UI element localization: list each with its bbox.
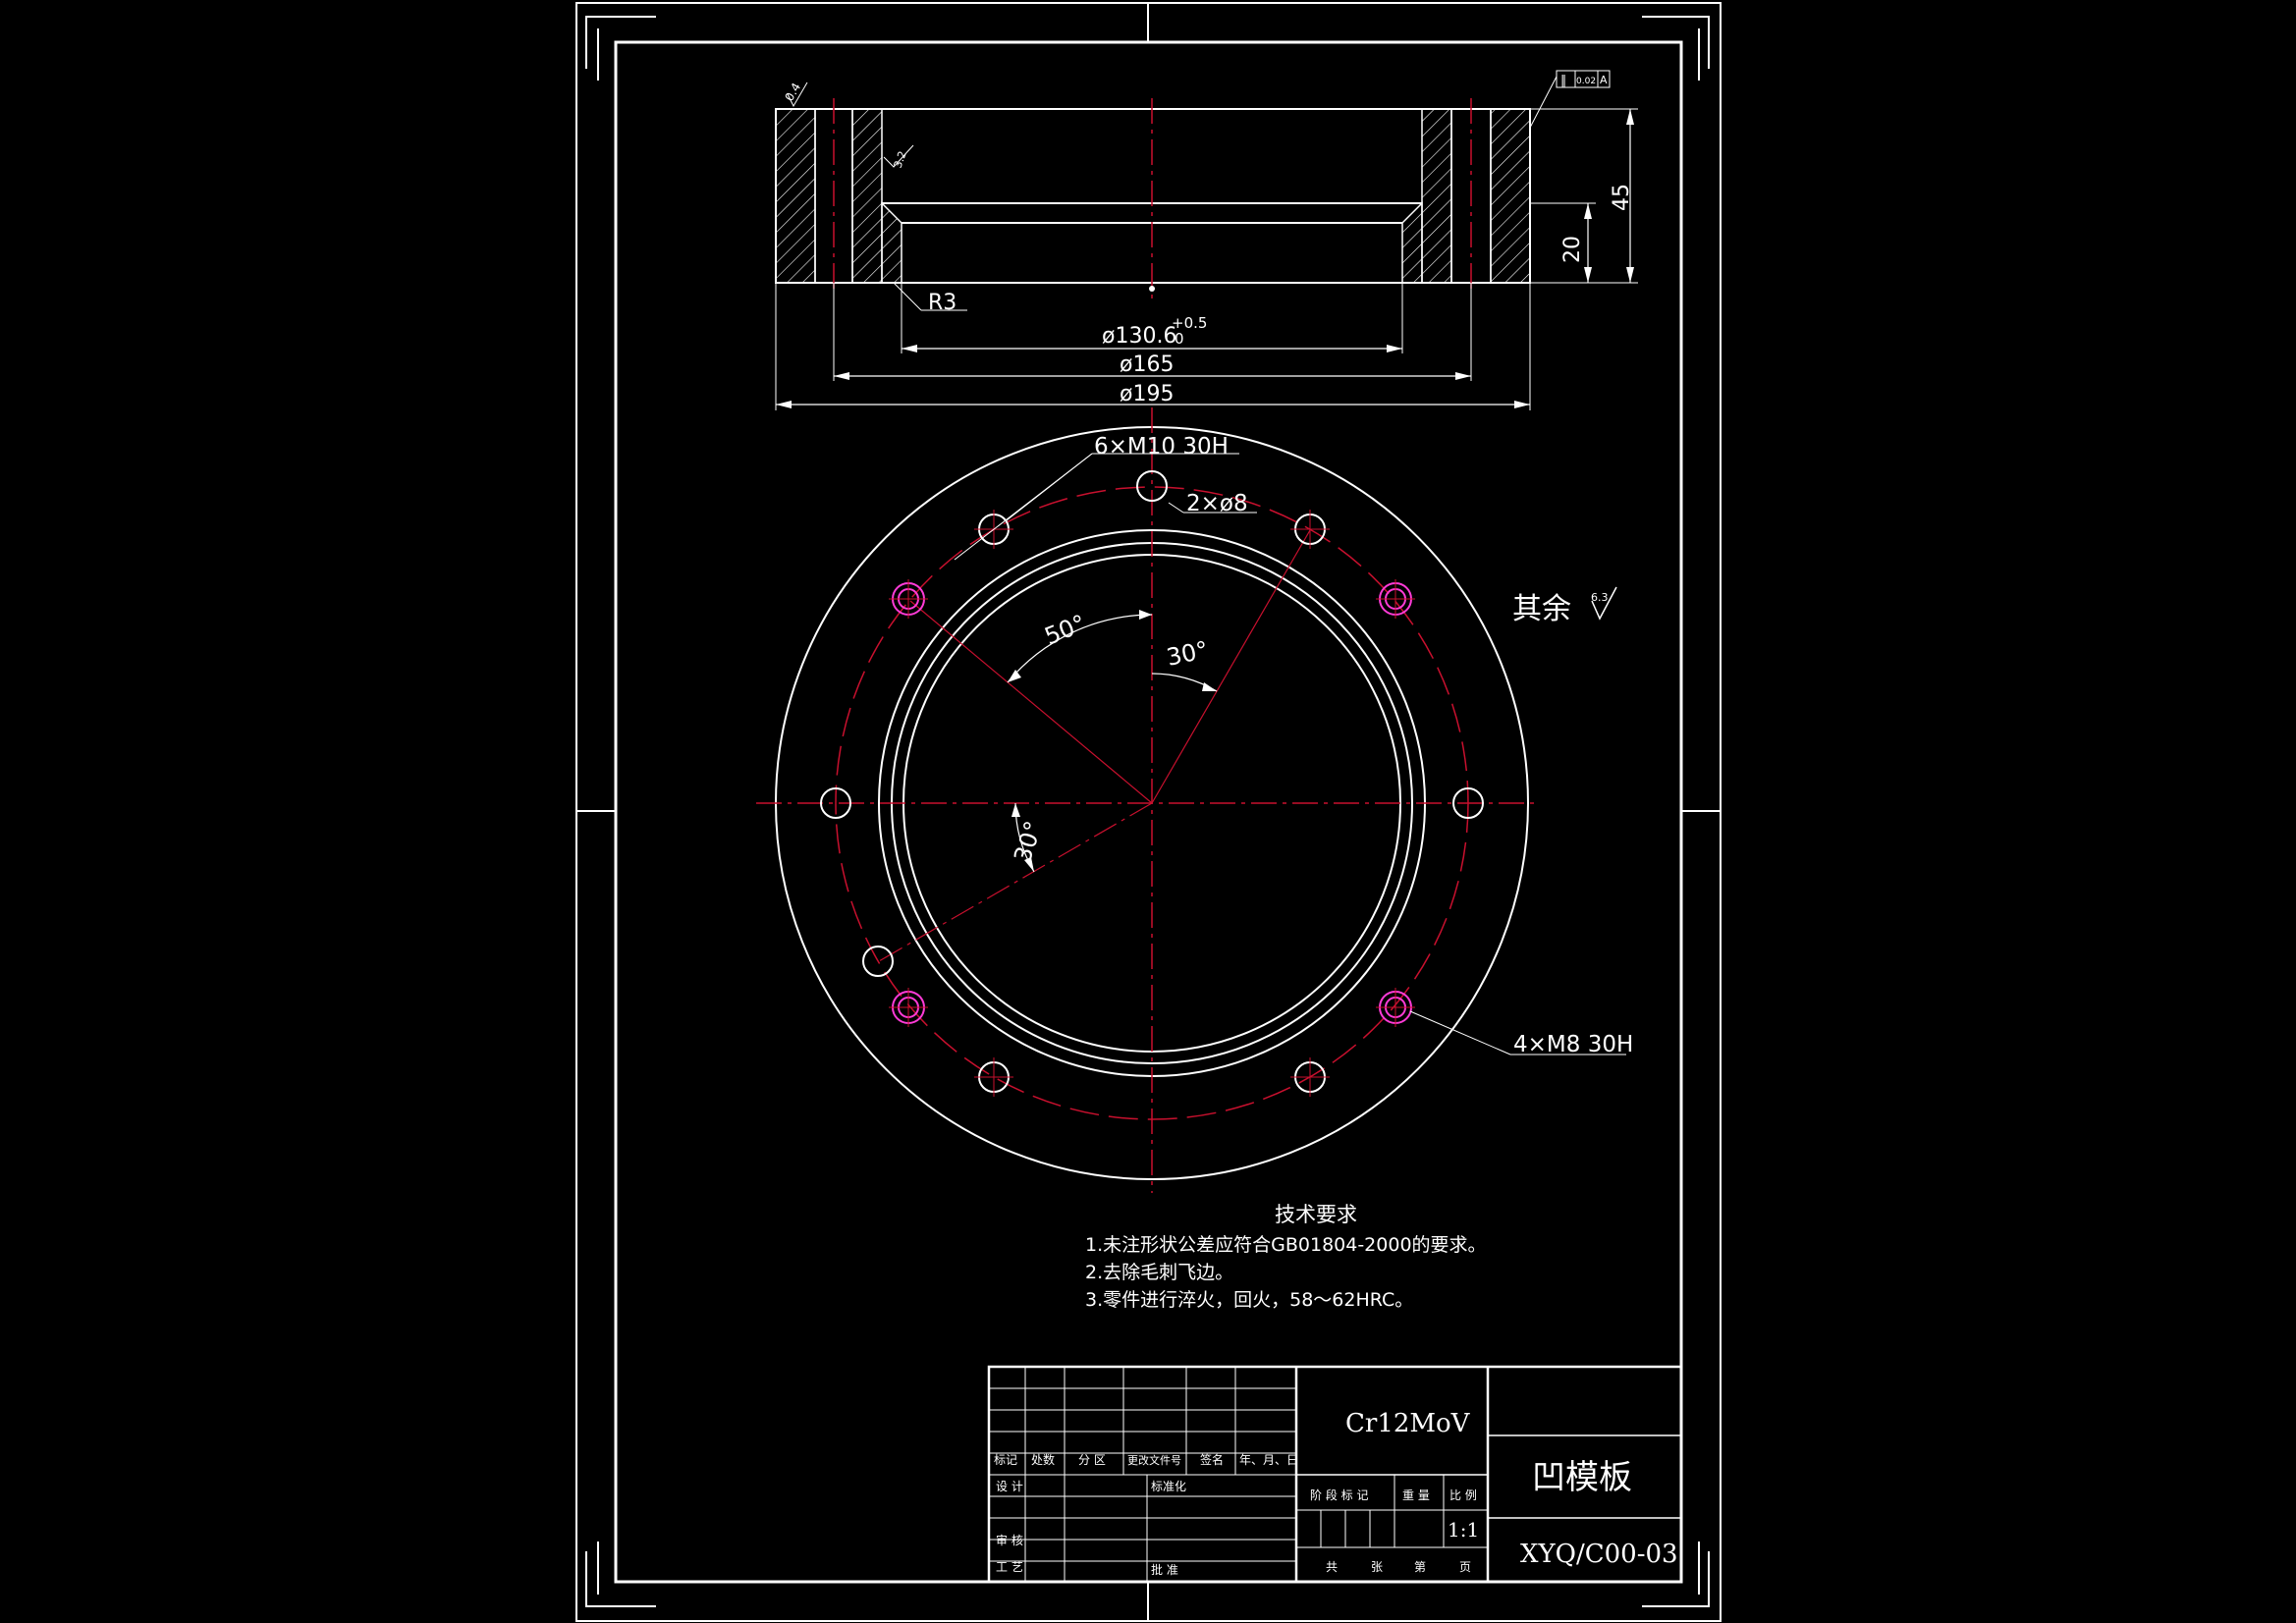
rev-header: 签名	[1200, 1452, 1224, 1467]
surface-finish-label: 其余	[1512, 592, 1571, 626]
section-dimensions: ø130.6 +0.5 0 ø165 ø195 45 20 R3 0.4 3.2…	[775, 70, 1638, 410]
sheet-label: 张	[1371, 1560, 1383, 1574]
label-design: 设 计	[996, 1480, 1023, 1493]
angle-30-top: 30°	[1164, 636, 1210, 672]
m10-hole	[1452, 787, 1484, 819]
angle-30-left: 30°	[1009, 818, 1048, 866]
label-process: 工 艺	[996, 1560, 1023, 1574]
sheet-frame	[575, 2, 1722, 1622]
dim-outer-diameter: ø195	[1120, 382, 1174, 406]
dim-radius: R3	[928, 291, 957, 315]
bore-finish-mark: 3.2	[892, 149, 909, 170]
plan-view	[756, 407, 1540, 1193]
weight-header: 重 量	[1402, 1488, 1430, 1502]
scale-header: 比 例	[1449, 1488, 1477, 1502]
label-review: 审 核	[996, 1533, 1023, 1547]
pin-hole	[862, 946, 894, 977]
material: Cr12MoV	[1345, 1409, 1471, 1438]
dim-bore-tol-lower: 0	[1175, 330, 1184, 348]
callout-m10: 6×M10 30H	[1094, 434, 1229, 460]
pin-hole	[1136, 470, 1168, 502]
label-approve: 批 准	[1151, 1562, 1178, 1577]
tech-req-item: 2.去除毛刺飞边。	[1085, 1262, 1233, 1283]
angle-annotations: 50° 30° 30°	[1007, 610, 1218, 873]
hole-callouts: 6×M10 30H 2×ø8 4×M8 30H	[954, 434, 1633, 1057]
m8-hole	[1376, 988, 1415, 1027]
tech-req-item: 1.未注形状公差应符合GB01804-2000的要求。	[1085, 1234, 1487, 1256]
dim-bore-diameter: ø130.6	[1102, 324, 1176, 349]
surface-finish-icon	[1591, 586, 1617, 621]
tolerance-symbol: ∥	[1560, 74, 1567, 88]
rev-header: 标记	[994, 1453, 1017, 1467]
callout-m8: 4×M8 30H	[1513, 1032, 1633, 1057]
drawing-number: XYQ/C00-03	[1520, 1540, 1678, 1569]
tech-requirements: 技术要求 1.未注形状公差应符合GB01804-2000的要求。 2.去除毛刺飞…	[1085, 1203, 1487, 1311]
sheet-label: 共	[1326, 1560, 1338, 1574]
section-view	[775, 98, 1531, 299]
tolerance-value: 0.02	[1576, 77, 1596, 86]
rev-header: 分 区	[1078, 1453, 1106, 1467]
scale-value: 1:1	[1448, 1518, 1479, 1542]
stage-header: 阶 段 标 记	[1310, 1488, 1368, 1502]
tech-req-title: 技术要求	[1275, 1203, 1357, 1226]
rev-header: 更改文件号	[1127, 1453, 1181, 1467]
rev-header: 处数	[1031, 1452, 1055, 1467]
sheet-label: 第	[1414, 1560, 1426, 1574]
surface-finish-value: 6.3	[1591, 591, 1609, 604]
angle-50: 50°	[1041, 610, 1090, 651]
sheet-label: 页	[1459, 1560, 1471, 1574]
label-standardize: 标准化	[1151, 1480, 1186, 1493]
m10-hole	[820, 787, 851, 819]
m8-hole	[889, 579, 928, 619]
dim-bore-tol-upper: +0.5	[1172, 314, 1207, 332]
m10-hole	[1290, 1057, 1330, 1097]
rev-header: 年、月、日	[1239, 1453, 1298, 1467]
m10-hole	[974, 1057, 1013, 1097]
dim-mid-diameter: ø165	[1120, 352, 1174, 377]
dim-height-step: 20	[1560, 236, 1585, 263]
m10-hole	[1290, 510, 1330, 549]
dim-height-total: 45	[1610, 184, 1634, 211]
tech-req-item: 3.零件进行淬火，回火，58～62HRC。	[1085, 1289, 1413, 1311]
callout-pins: 2×ø8	[1186, 491, 1248, 516]
m8-hole	[1376, 579, 1415, 619]
part-name: 凹模板	[1532, 1458, 1632, 1497]
surface-finish-note: 其余 6.3	[1512, 586, 1617, 626]
title-block: 标记 处数 分 区 更改文件号 签名 年、月、日 设 计 标准化 审 核 工 艺…	[987, 1365, 1683, 1584]
m8-hole	[889, 988, 928, 1027]
chamfer-mark: 0.4	[782, 81, 803, 104]
tolerance-datum: A	[1600, 74, 1608, 86]
